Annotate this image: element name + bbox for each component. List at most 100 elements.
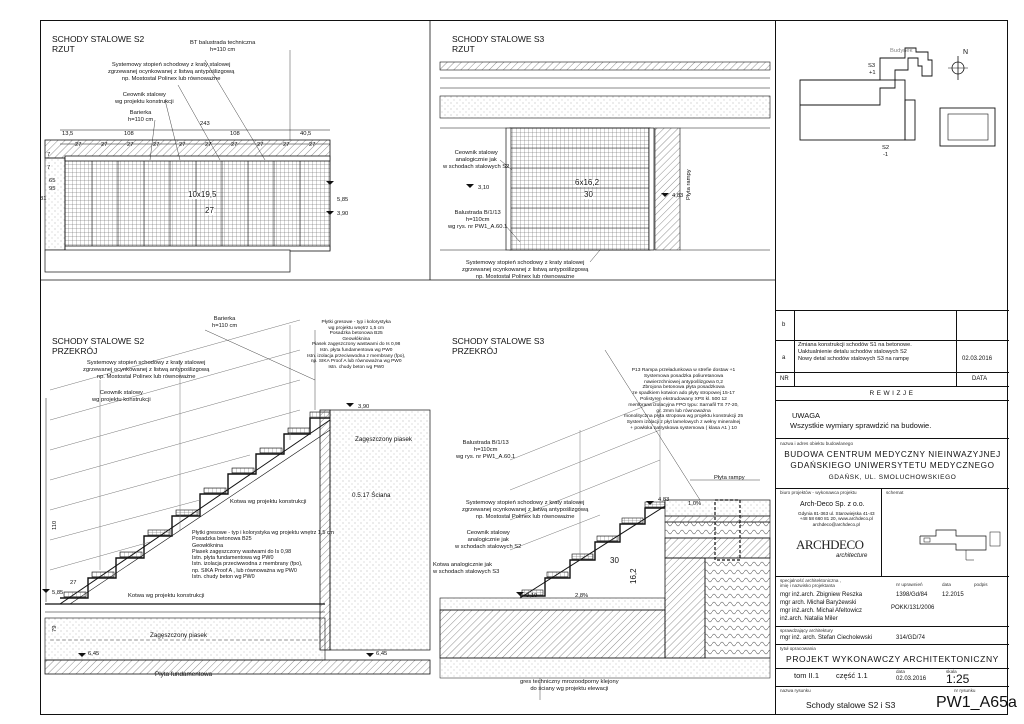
s3-plan-level-left: 3,10 xyxy=(478,185,490,191)
office-logo-sub: architecture xyxy=(836,553,868,559)
s2-plan-tread-9: 27 xyxy=(283,142,290,148)
s2-plan-balustrade-note: BT balustrada techniczna h=110 cm xyxy=(190,40,256,53)
s2-section-level-bottom-2: 6,45 xyxy=(376,651,388,657)
object-name-line2: GDAŃSKIEGO UNIWERSYTETU MEDYCZNEGO xyxy=(790,461,995,470)
object-label: nazwa i adres obiektu budowlanego xyxy=(780,441,854,446)
s3-section-gres-note: gres techniczny mrozoodporny klejony do … xyxy=(520,679,619,692)
s2-plan-dim-b: 108 xyxy=(124,131,134,137)
office-name: Arch-Deco Sp. z o.o. xyxy=(800,501,865,508)
s3-plan-title-line1: SCHODY STALOWE S3 xyxy=(452,34,545,44)
designer-1-name: mgr inż.arch. Zbigniew Reszka xyxy=(780,592,863,598)
date-col-label: data xyxy=(942,582,951,587)
s3-section-drawing xyxy=(439,349,771,700)
s2-plan-title: SCHODY STALOWE S2 RZUT xyxy=(52,34,144,54)
s2-section-title: SCHODY STALOWE S2 PRZEKRÓJ xyxy=(52,336,144,356)
designer-2-name: mgr arch. Michał Baryżewski xyxy=(780,600,857,606)
s2-section-wall-note: 0.5.17 Ściana xyxy=(352,492,391,499)
s2-plan-dim-total: 243 xyxy=(200,121,210,127)
s2-section-slab-note: Płyta fundamentowa xyxy=(155,671,213,678)
office-logo: ARCHDECO xyxy=(796,537,864,552)
s2-plan-steps-count: 27 xyxy=(205,206,214,215)
s3-section-level-bottom: 3,10 xyxy=(526,593,538,599)
revision-col-date: DATA xyxy=(972,376,988,382)
s3-section-title-line1: SCHODY STALOWE S3 xyxy=(452,336,545,346)
revision-a-text: Zmiana konstrukcji schodów S1 na betonow… xyxy=(798,342,912,363)
s2-plan-side-dim-3: 7 xyxy=(47,165,51,171)
s2-section-title-line2: PRZEKRÓJ xyxy=(52,346,98,356)
s2-plan-tread-8: 27 xyxy=(257,142,264,148)
s2-section-sand-note-2: Zagęszczony piasek xyxy=(150,632,208,639)
s3-section-dim-162: 16,2 xyxy=(629,568,638,584)
s3-section-slope-2: 2,8% xyxy=(575,593,589,599)
s2-section-tiles-top-note: Płytki gresowe - typ i kolorystyka wg pr… xyxy=(307,320,406,370)
s2-plan-tread-3: 27 xyxy=(127,142,134,148)
s2-plan-side-dim-5: 95 xyxy=(49,186,56,192)
north-arrow-label: N xyxy=(963,49,969,56)
s2-plan-tread-10: 27 xyxy=(309,142,316,148)
part-label: część 1.1 xyxy=(836,671,868,680)
designer-1-date: 12.2015 xyxy=(942,592,964,598)
key-plan-drawing xyxy=(799,47,996,147)
checker-label: sprawdzający architektury xyxy=(780,628,833,633)
s2-plan-title-line1: SCHODY STALOWE S2 xyxy=(52,34,145,44)
key-plan-s2-label: S2 xyxy=(882,145,890,151)
s2-section-barrier-note: Barierka h=110 cm xyxy=(212,316,238,329)
s3-section-slope: 1,0% xyxy=(688,501,702,507)
s3-plan-channel-note: Ceownik stalowy analogicznie jak w schod… xyxy=(443,150,510,170)
s2-plan-tread-6: 27 xyxy=(205,142,212,148)
drawing-name-label: nazwa rysunku xyxy=(780,688,811,693)
s2-plan-barrier-note: Barierka h=110 cm xyxy=(128,110,154,123)
object-name-line1: BUDOWA CENTRUM MEDYCZNY NIEINWAZYJNEJ xyxy=(784,450,1001,459)
s3-plan-title-line2: RZUT xyxy=(452,44,475,54)
s3-section-anchor-note: Kotwa analogicznie jak w schodach stalow… xyxy=(433,562,500,575)
s2-section-level-left: 5,85 xyxy=(52,590,64,596)
key-plan-s3-label: S3 xyxy=(868,63,876,69)
revision-a-label: a xyxy=(782,355,786,361)
s2-section-level-top: 3,90 xyxy=(358,404,370,410)
s2-plan-tread-5: 27 xyxy=(179,142,186,148)
title-block: b a Zmiana konstrukcji schodów S1 na bet… xyxy=(775,20,1017,715)
s2-section-anchor-note-2: Kotwa wg projektu konstrukcji xyxy=(128,593,205,599)
revision-b-label: b xyxy=(782,322,786,328)
designer-1-perm: 1398/Gd/84 xyxy=(896,592,928,598)
s2-plan-tread-4: 27 xyxy=(153,142,160,148)
drawing-name: Schody stalowe S2 i S3 xyxy=(806,700,896,710)
s2-plan-tread-1: 27 xyxy=(75,142,82,148)
s3-section-dim-30: 30 xyxy=(610,556,619,565)
revisions-heading: REWIZJE xyxy=(869,390,916,397)
date-small-label: data xyxy=(896,669,905,674)
s2-plan-dim-a: 13,5 xyxy=(62,131,74,137)
office-label: biuro projektów - wykonawca projektu xyxy=(780,490,857,495)
drawing-number-label: nr rysunku xyxy=(954,688,976,693)
s3-plan-steps-label: 6x16,2 xyxy=(575,178,600,187)
revision-col-nr: NR xyxy=(780,376,789,382)
s2-section-dim-79: 79 xyxy=(52,625,58,632)
s2-plan-steps-label: 10x19,5 xyxy=(188,190,217,199)
s3-section-channel-note: Ceownik stalowy analogicznie jak w schod… xyxy=(455,530,522,550)
s3-plan-level-right: 4,83 xyxy=(672,193,684,199)
sheet-frame xyxy=(40,20,1008,715)
signature-label: podpis xyxy=(974,582,988,587)
designer-4-name: inż.arch. Natalia Miler xyxy=(780,616,838,622)
s2-plan-drawing xyxy=(44,50,331,273)
s2-section-anchor-note: Kotwa wg projektu konstrukcji xyxy=(230,499,307,505)
s2-plan-dim-d: 40,5 xyxy=(300,131,312,137)
s2-section-title-line1: SCHODY STALOWE S2 xyxy=(52,336,145,346)
drawing-number: PW1_A65a xyxy=(936,694,1017,711)
date-value: 02.03.2016 xyxy=(896,676,927,682)
s2-plan-side-dim-1: 7 xyxy=(47,152,51,158)
warning-title: UWAGA xyxy=(792,411,821,420)
s3-plan-title: SCHODY STALOWE S3 RZUT xyxy=(452,34,544,54)
object-address: GDAŃSK, UL. SMOLUCHOWSKIEGO xyxy=(828,474,957,481)
scale-value: 1:25 xyxy=(946,672,970,686)
s3-section-level-top: 4,83 xyxy=(658,497,670,503)
stage-label: tytuł opracowania xyxy=(780,646,816,651)
checker-name: mgr inż. arch. Stefan Ciecholewski xyxy=(780,635,873,641)
s3-section-ramp-note: Płyta rampy xyxy=(714,475,745,481)
s2-plan-step-note: Systemowy stopień schodowy z kraty stalo… xyxy=(108,62,235,82)
specialty-label: specjalność architektoniczna , imię i na… xyxy=(780,578,842,589)
s2-plan-side-dim-2: 81 xyxy=(40,196,47,202)
s3-plan-drawing xyxy=(439,61,771,263)
